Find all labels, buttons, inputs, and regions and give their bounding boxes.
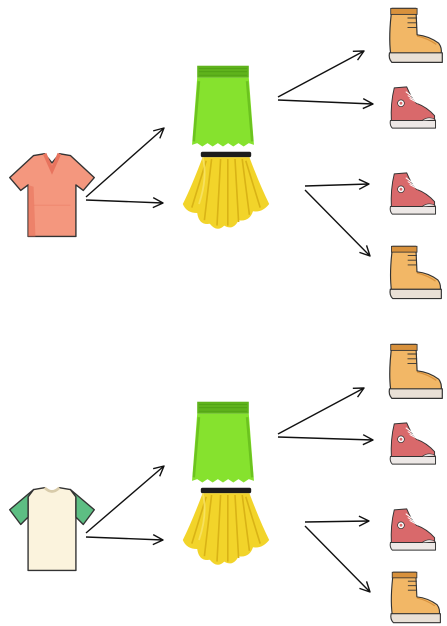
cream-tshirt-icon: [10, 488, 95, 571]
arrow-tutu-to-boot: [305, 526, 370, 592]
arrow-tutu-to-sneaker: [305, 184, 369, 186]
arrow-green-skirt-to-boot: [278, 388, 364, 434]
yellow-tutu-icon: [183, 152, 269, 229]
arrow-shirt-to-green-skirt: [86, 466, 164, 533]
tan-boot-icon: [389, 8, 442, 62]
tan-boot-icon: [391, 572, 441, 622]
arrow-shirt-to-green-skirt: [86, 128, 164, 197]
branch-top: [10, 8, 443, 298]
tan-boot-icon: [389, 344, 442, 398]
arrow-shirt-to-tutu: [86, 200, 163, 203]
arrow-green-skirt-to-boot: [278, 51, 364, 97]
arrow-shirt-to-tutu: [86, 537, 163, 540]
arrow-green-skirt-to-sneaker: [278, 437, 373, 440]
arrow-green-skirt-to-sneaker: [278, 100, 373, 104]
tan-boot-icon: [390, 246, 441, 298]
arrow-tutu-to-boot: [305, 190, 370, 256]
yellow-tutu-icon: [183, 488, 269, 565]
arrow-tutu-to-sneaker: [305, 521, 369, 522]
red-sneaker-icon: [390, 87, 435, 128]
branch-bottom: [10, 344, 443, 622]
red-sneaker-icon: [390, 173, 435, 214]
orange-tshirt-icon: [10, 154, 95, 237]
red-sneaker-icon: [390, 423, 435, 464]
green-skirt-icon: [192, 402, 254, 483]
red-sneaker-icon: [390, 509, 435, 550]
green-skirt-icon: [192, 66, 254, 147]
